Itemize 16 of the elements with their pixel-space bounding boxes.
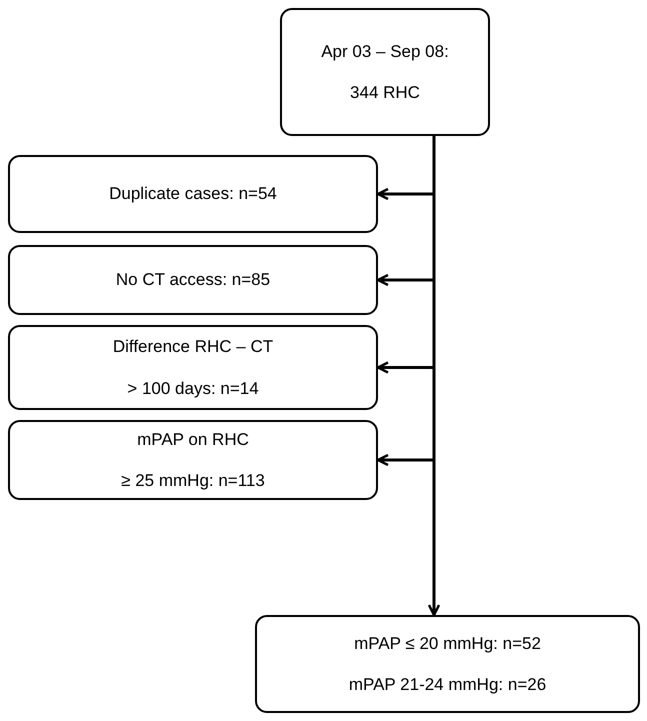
box-text: No CT access: n=85 — [116, 269, 270, 291]
process-box — [255, 615, 640, 713]
box-text: mPAP on RHC — [137, 428, 249, 450]
box-text: mPAP ≤ 20 mmHg: n=52 — [354, 632, 541, 654]
box-text: > 100 days: n=14 — [127, 378, 259, 399]
box-text: Duplicate cases: n=54 — [109, 183, 277, 205]
process-box — [8, 420, 378, 500]
process-box — [8, 155, 378, 233]
process-box — [8, 325, 378, 410]
process-box — [8, 245, 378, 315]
box-text: Difference RHC – CT — [112, 336, 274, 358]
box-text: 344 RHC — [350, 82, 420, 104]
box-text: ≥ 25 mmHg: n=113 — [121, 470, 265, 492]
process-box — [280, 8, 490, 136]
box-text: Apr 03 – Sep 08: — [321, 40, 449, 62]
box-text: mPAP 21-24 mmHg: n=26 — [348, 674, 546, 696]
